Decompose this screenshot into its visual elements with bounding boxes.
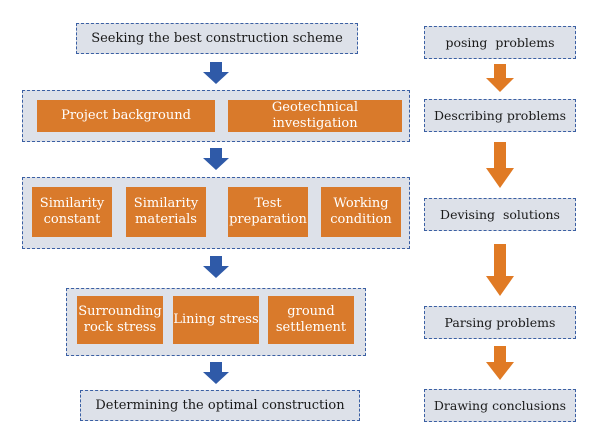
box-ground-settlement: ground settlement	[268, 296, 354, 344]
step-parsing-problems-label: Parsing problems	[444, 315, 556, 330]
box-surrounding-rock-stress-label: Surrounding rock stress	[78, 303, 162, 335]
down-arrow-icon	[203, 148, 229, 170]
step-determining-optimal-label: Determining the optimal construction	[95, 398, 345, 413]
step-posing-problems: posing problems	[424, 26, 576, 59]
left-arrows	[203, 62, 229, 384]
down-arrow-icon	[203, 256, 229, 278]
right-arrows	[486, 64, 514, 380]
box-test-preparation-label: Test preparation	[229, 195, 307, 227]
box-geotechnical-investigation: Geotechnical investigation	[228, 100, 402, 132]
box-similarity-materials: Similarity materials	[126, 187, 206, 237]
step-parsing-problems: Parsing problems	[424, 306, 576, 339]
box-surrounding-rock-stress: Surrounding rock stress	[77, 296, 163, 344]
box-lining-stress-label: Lining stress	[173, 311, 259, 327]
box-ground-settlement-label: ground settlement	[275, 303, 347, 335]
box-project-background-label: Project background	[61, 107, 191, 123]
step-posing-problems-label: posing problems	[445, 35, 555, 50]
box-lining-stress: Lining stress	[173, 296, 259, 344]
box-working-condition: Working condition	[321, 187, 401, 237]
down-arrow-icon	[486, 346, 514, 380]
step-devising-solutions-label: Devising solutions	[440, 207, 560, 222]
step-drawing-conclusions: Drawing conclusions	[424, 389, 576, 422]
box-similarity-constant-label: Similarity constant	[39, 195, 105, 227]
down-arrow-icon	[486, 244, 514, 296]
down-arrow-icon	[203, 362, 229, 384]
step-describing-problems-label: Describing problems	[433, 108, 566, 123]
down-arrow-icon	[486, 64, 514, 92]
step-describing-problems: Describing problems	[424, 99, 576, 132]
box-similarity-constant: Similarity constant	[32, 187, 112, 237]
box-similarity-materials-label: Similarity materials	[133, 195, 199, 227]
step-devising-solutions: Devising solutions	[424, 198, 576, 231]
box-working-condition-label: Working condition	[330, 195, 392, 227]
box-test-preparation: Test preparation	[228, 187, 308, 237]
step-drawing-conclusions-label: Drawing conclusions	[433, 398, 567, 413]
down-arrow-icon	[486, 142, 514, 188]
step-seeking-best-scheme-label: Seeking the best construction scheme	[91, 31, 343, 46]
box-project-background: Project background	[37, 100, 215, 132]
box-geotechnical-investigation-label: Geotechnical investigation	[271, 99, 359, 131]
down-arrow-icon	[203, 62, 229, 84]
step-determining-optimal: Determining the optimal construction	[80, 390, 360, 421]
step-seeking-best-scheme: Seeking the best construction scheme	[76, 23, 358, 54]
